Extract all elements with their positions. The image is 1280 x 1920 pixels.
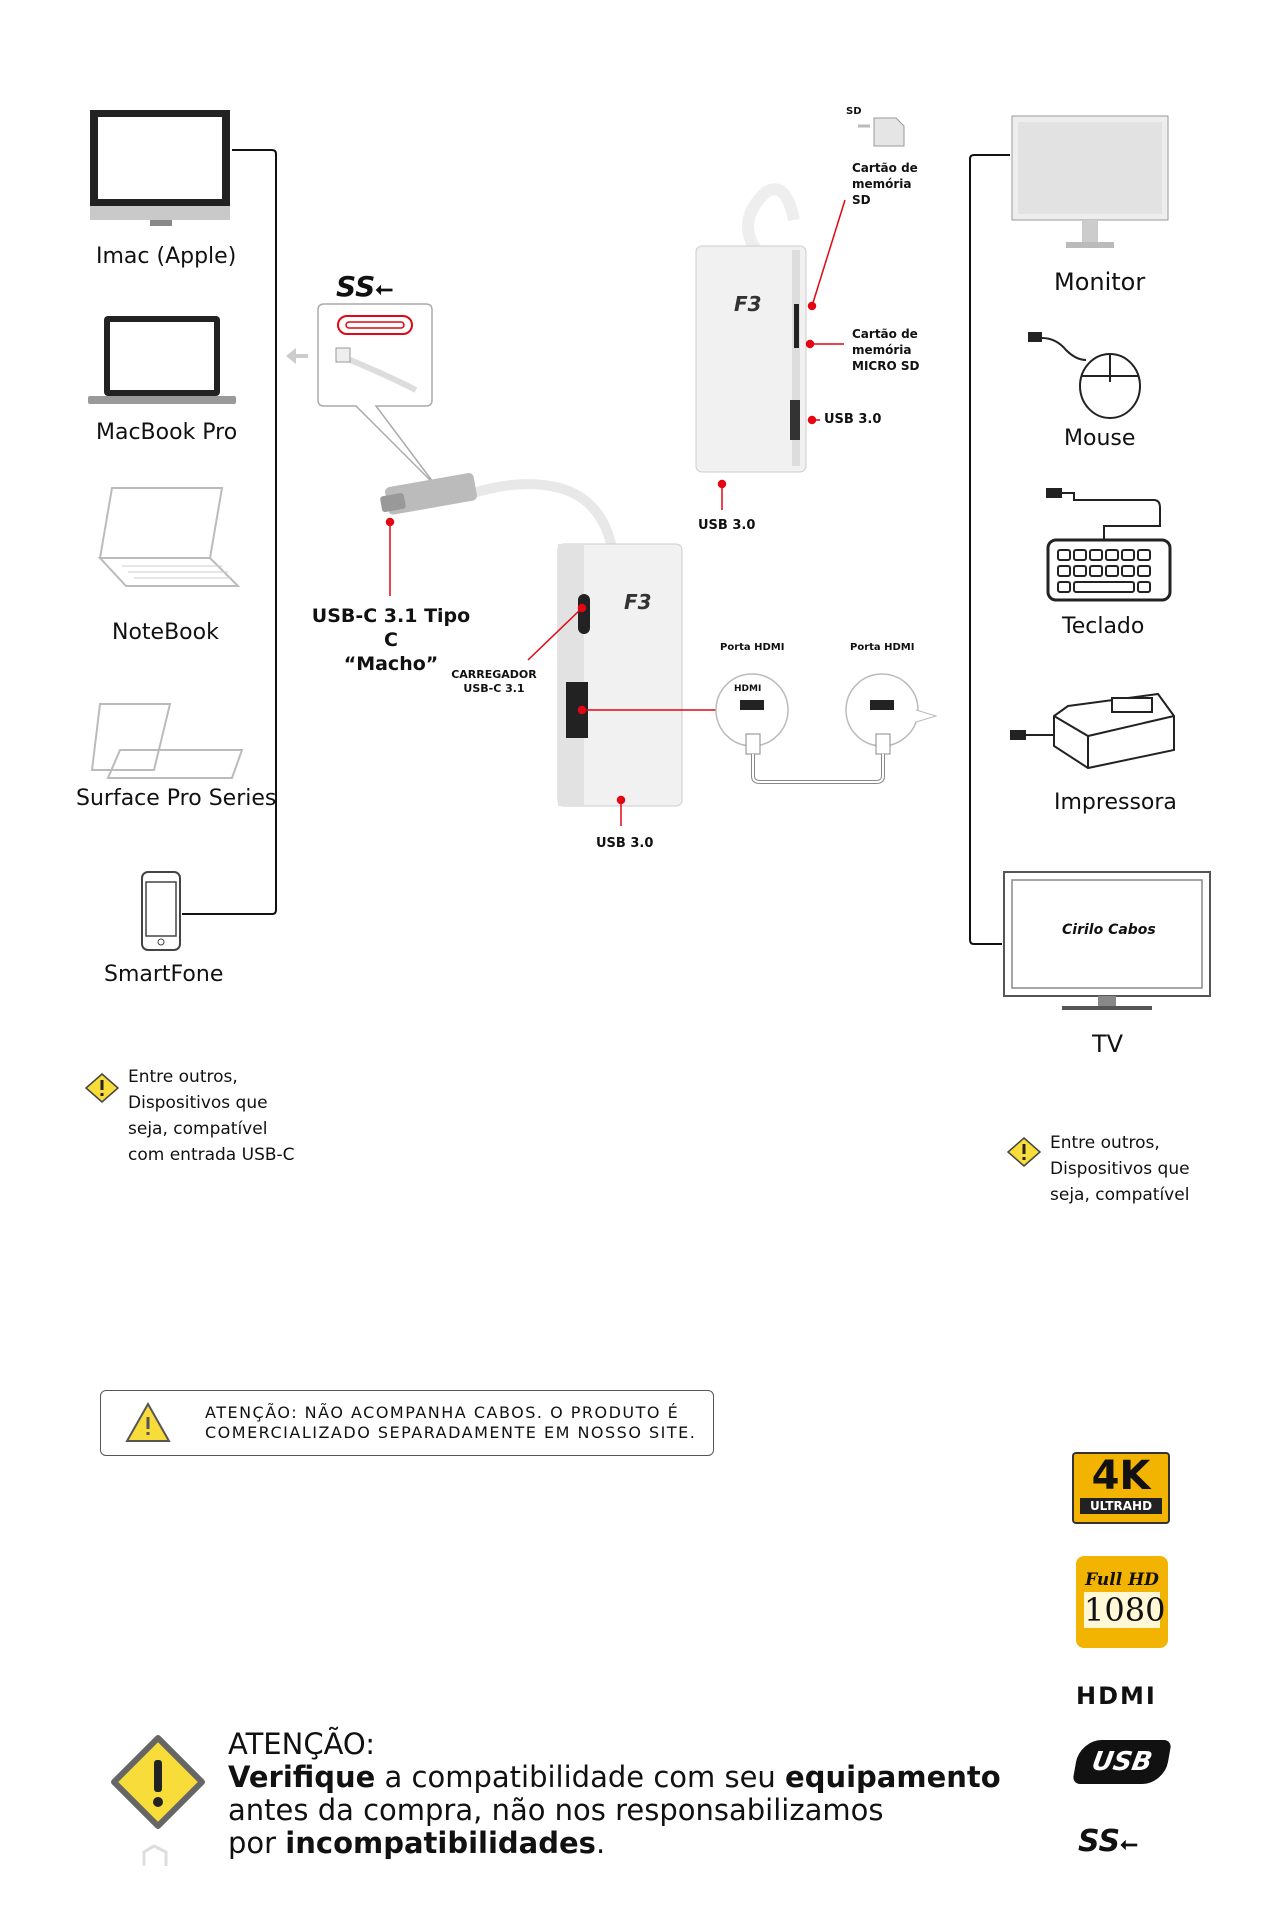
keyboard-icon — [1046, 488, 1172, 602]
left-note: Entre outros, Dispositivos que seja, com… — [128, 1064, 295, 1168]
attention-bold-equipamento: equipamento — [785, 1760, 1001, 1794]
right-device-label-keyboard: Teclado — [1062, 614, 1145, 639]
attention-line-1: Verifique a compatibilidade com seu equi… — [228, 1761, 1001, 1794]
attention-mid: a compatibilidade com seu — [375, 1760, 786, 1794]
badge-fullhd-top: Full HD — [1085, 1570, 1159, 1590]
notice-box: ATENÇÃO: NÃO ACOMPANHA CABOS. O PRODUTO … — [100, 1390, 714, 1456]
usb-top-hub-label: USB 3.0 — [698, 518, 756, 533]
charger-label: CARREGADOR USB-C 3.1 — [450, 668, 538, 696]
badge-ss: SS⭠ — [1078, 1824, 1138, 1859]
warning-icon-right — [1006, 1137, 1042, 1167]
attention-pre: por — [228, 1826, 286, 1860]
watermark-logo-icon — [142, 1844, 168, 1866]
left-device-label-smartphone: SmartFone — [104, 962, 224, 987]
right-note: Entre outros, Dispositivos que seja, com… — [1050, 1130, 1190, 1208]
macbook-icon — [88, 316, 236, 404]
hdmi-cable — [715, 673, 938, 784]
tv-icon — [1003, 871, 1211, 1010]
warning-triangle-icon — [125, 1401, 171, 1442]
micro-sd-label: Cartão de memória MICRO SD — [852, 326, 919, 374]
micro-sd-label-line: memória — [852, 343, 912, 357]
right-device-label-printer: Impressora — [1054, 790, 1177, 815]
printer-icon — [1010, 692, 1175, 770]
badge-ss-text: SS — [1078, 1824, 1121, 1859]
badge-usb: USB — [1072, 1740, 1172, 1784]
notice-line: ATENÇÃO: NÃO ACOMPANHA CABOS. O PRODUTO … — [205, 1403, 680, 1422]
usb-bottom-label: USB 3.0 — [596, 836, 654, 851]
left-note-line: Dispositivos que — [128, 1093, 268, 1113]
left-device-label-macbook: MacBook Pro — [96, 420, 238, 445]
notice-text: ATENÇÃO: NÃO ACOMPANHA CABOS. O PRODUTO … — [205, 1403, 696, 1443]
right-note-line: Entre outros, — [1050, 1133, 1160, 1153]
sd-card-icon — [858, 117, 905, 147]
usb-c-male-label-line: USB-C 3.1 Tipo C — [311, 605, 471, 651]
attention-title: ATENÇÃO: — [228, 1727, 375, 1761]
left-device-label-notebook: NoteBook — [112, 620, 219, 645]
notice-line: COMERCIALIZADO SEPARADAMENTE EM NOSSO SI… — [205, 1423, 697, 1442]
badge-4k-top: 4K — [1091, 1453, 1151, 1499]
charger-label-line: USB-C 3.1 — [463, 682, 525, 695]
right-device-label-monitor: Monitor — [1054, 268, 1146, 296]
tv-brand-logo: Cirilo Cabos — [1062, 922, 1156, 938]
left-device-label-surface: Surface Pro Series — [76, 786, 277, 811]
attention-post: . — [595, 1826, 606, 1860]
micro-sd-label-line: MICRO SD — [852, 359, 920, 373]
attention-line-2: antes da compra, não nos responsabilizam… — [228, 1793, 884, 1827]
attention-block: ATENÇÃO: Verifique a compatibilidade com… — [228, 1728, 1001, 1860]
usb-trident-icon: ⭠ — [1120, 1832, 1138, 1857]
usb-c-male-label-line: “Macho” — [343, 653, 439, 675]
badge-usb-text: USB — [1089, 1747, 1155, 1777]
hdmi-port-label-2: Porta HDMI — [850, 642, 915, 653]
attention-bold-incompat: incompatibilidades — [285, 1826, 596, 1860]
attention-diamond-icon — [111, 1735, 205, 1829]
notebook-icon — [97, 487, 240, 587]
attention-bold-verifique: Verifique — [228, 1760, 376, 1794]
sd-card-label-line: memória — [852, 177, 912, 191]
badge-4k: 4K ULTRAHD — [1072, 1452, 1170, 1524]
badge-4k-bottom: ULTRAHD — [1080, 1498, 1162, 1514]
hdmi-small-label: HDMI — [734, 684, 762, 694]
sd-label: SD — [846, 106, 862, 117]
usb-c-cable — [380, 473, 617, 550]
brand-mark-top: F3 — [734, 292, 762, 316]
right-note-line: Dispositivos que — [1050, 1159, 1190, 1179]
usb-c-bubble — [286, 303, 436, 487]
micro-sd-label-line: Cartão de — [852, 327, 918, 341]
sd-card-label-line: Cartão de — [852, 161, 918, 175]
left-device-label-imac: Imac (Apple) — [96, 244, 237, 269]
sd-card-label-line: SD — [852, 193, 871, 207]
charger-label-line: CARREGADOR — [451, 668, 537, 681]
usb-side-label: USB 3.0 — [824, 412, 882, 427]
attention-line-3: por incompatibilidades. — [228, 1827, 1001, 1860]
badge-hdmi: HDMI — [1076, 1682, 1157, 1710]
hdmi-port-label-1: Porta HDMI — [720, 642, 785, 653]
right-device-label-mouse: Mouse — [1064, 426, 1136, 451]
usb-trident-icon: ⭠ — [375, 277, 393, 302]
smartphone-icon — [141, 871, 181, 951]
hub-top — [695, 183, 807, 473]
sd-card-label: Cartão de memória SD — [852, 160, 918, 208]
monitor-icon — [1011, 115, 1169, 248]
warning-icon-left — [84, 1073, 120, 1103]
ss-logo-text: SS — [336, 270, 376, 303]
usb-c-male-label: USB-C 3.1 Tipo C “Macho” — [306, 604, 476, 676]
surface-icon — [90, 703, 244, 779]
right-device-label-tv: TV — [1092, 1030, 1124, 1058]
left-note-line: com entrada USB-C — [128, 1145, 295, 1165]
right-note-line: seja, compatível — [1050, 1185, 1190, 1205]
ss-logo: SS⭠ — [336, 270, 393, 303]
left-note-line: Entre outros, — [128, 1067, 238, 1087]
badge-fullhd-bottom: 1080 — [1084, 1591, 1166, 1629]
left-note-line: seja, compatível — [128, 1119, 268, 1139]
imac-icon — [90, 110, 230, 226]
brand-mark-bottom: F3 — [624, 590, 652, 614]
badge-fullhd: Full HD 1080 — [1076, 1556, 1168, 1648]
mouse-icon — [1028, 332, 1141, 419]
